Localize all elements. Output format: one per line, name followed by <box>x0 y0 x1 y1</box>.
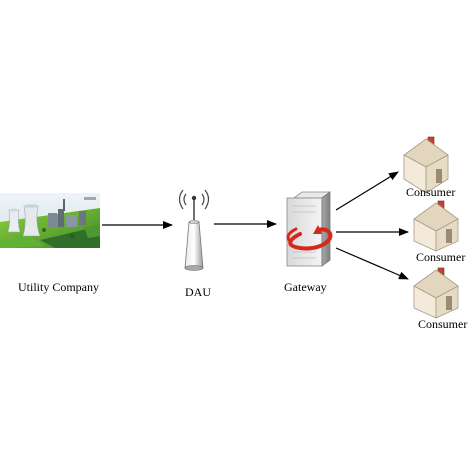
consumer-label: Consumer <box>418 317 468 331</box>
gateway-label: Gateway <box>284 280 327 294</box>
antenna-tower-icon <box>178 189 210 271</box>
arrow-gateway-to-consumer-1 <box>335 171 399 211</box>
consumer-label: Consumer <box>416 250 466 264</box>
dau-label: DAU <box>185 285 211 299</box>
house-icon <box>403 136 449 194</box>
house-icon <box>413 267 459 319</box>
house-icon <box>413 200 459 252</box>
arrow-gateway-to-consumer-3 <box>335 247 409 280</box>
utility-company-image <box>0 193 100 248</box>
gateway-swirl-icon <box>286 225 333 251</box>
consumer-label: Consumer <box>406 185 456 199</box>
utility-company-label: Utility Company <box>18 280 99 294</box>
